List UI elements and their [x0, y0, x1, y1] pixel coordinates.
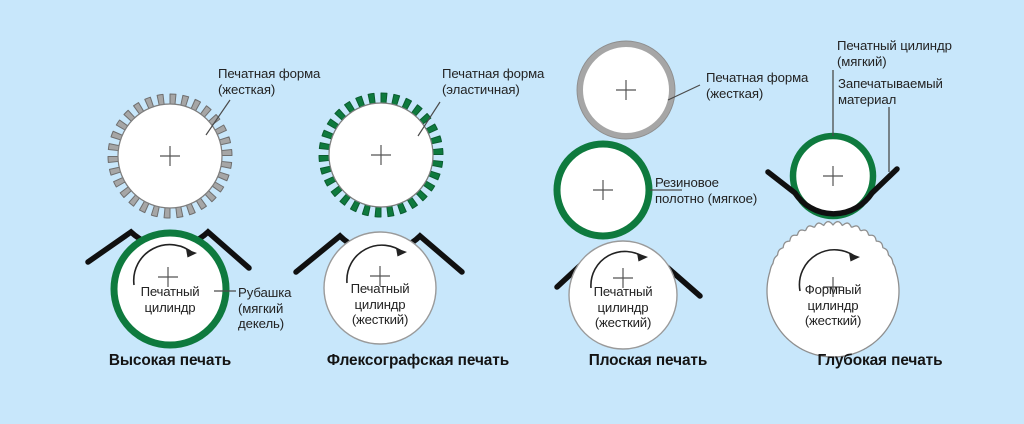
label-impression-cylinder-soft-gravure: Печатный цилиндр (мягкий) [837, 38, 952, 69]
group-gravure [765, 70, 900, 358]
leader-printing-plate [205, 99, 231, 136]
center-crosshair [160, 146, 180, 166]
rotation-arrow-head [637, 253, 648, 262]
caption-gravure: Глубокая печать [817, 352, 943, 369]
label-impression-cylinder-letterpress: Печатный цилиндр [140, 284, 200, 315]
center-crosshair [823, 277, 843, 297]
label-rubber-blanket-offset: Резиновое полотно (мягкое) [655, 175, 758, 206]
caption-offset: Плоская печать [588, 352, 708, 369]
plate-cylinder-gear [318, 92, 444, 218]
leader-printing-plate [417, 101, 441, 137]
plate-cylinder-outline [576, 40, 676, 140]
rotation-arrow [590, 250, 646, 289]
substrate-web [765, 166, 900, 217]
caption-flexography: Флексографская печать [326, 352, 510, 369]
center-crosshair [613, 268, 633, 288]
center-crosshair [370, 266, 390, 286]
rotation-arrow-head [396, 248, 407, 257]
center-crosshair [158, 267, 178, 287]
group-letterpress [85, 93, 252, 349]
center-crosshair [616, 80, 636, 100]
rotation-arrow [132, 243, 195, 286]
center-crosshair [371, 145, 391, 165]
center-crosshair [823, 166, 843, 186]
label-blanket-letterpress: Рубашка (мягкий декель) [238, 285, 292, 331]
group-flexography [293, 92, 465, 345]
rotation-arrow-head [849, 253, 860, 262]
label-printing-plate-letterpress: Печатная форма (жесткая) [218, 66, 321, 97]
label-printing-plate-flexography: Печатная форма (эластичная) [442, 66, 545, 97]
label-impression-cylinder-flexography: Печатный цилиндр (жесткий) [350, 281, 410, 327]
plate-cylinder-gear [107, 93, 233, 219]
rotation-arrow-head [186, 249, 197, 258]
caption-letterpress: Высокая печать [108, 352, 232, 369]
leader-printing-plate [667, 84, 701, 101]
impression-cylinder-body [110, 229, 230, 349]
rotation-arrow [798, 248, 858, 292]
label-impression-cylinder-offset: Печатный цилиндр (жесткий) [593, 284, 653, 330]
impression-cylinder-body [323, 231, 437, 345]
group-offset [553, 40, 703, 350]
rotation-arrow [346, 244, 405, 284]
label-printing-plate-offset: Печатная форма (жесткая) [706, 70, 809, 101]
label-form-cylinder-gravure: Формный цилиндр (жесткий) [804, 282, 862, 328]
center-crosshair [593, 180, 613, 200]
label-substrate-gravure: Запечатываемый материал [838, 76, 943, 107]
